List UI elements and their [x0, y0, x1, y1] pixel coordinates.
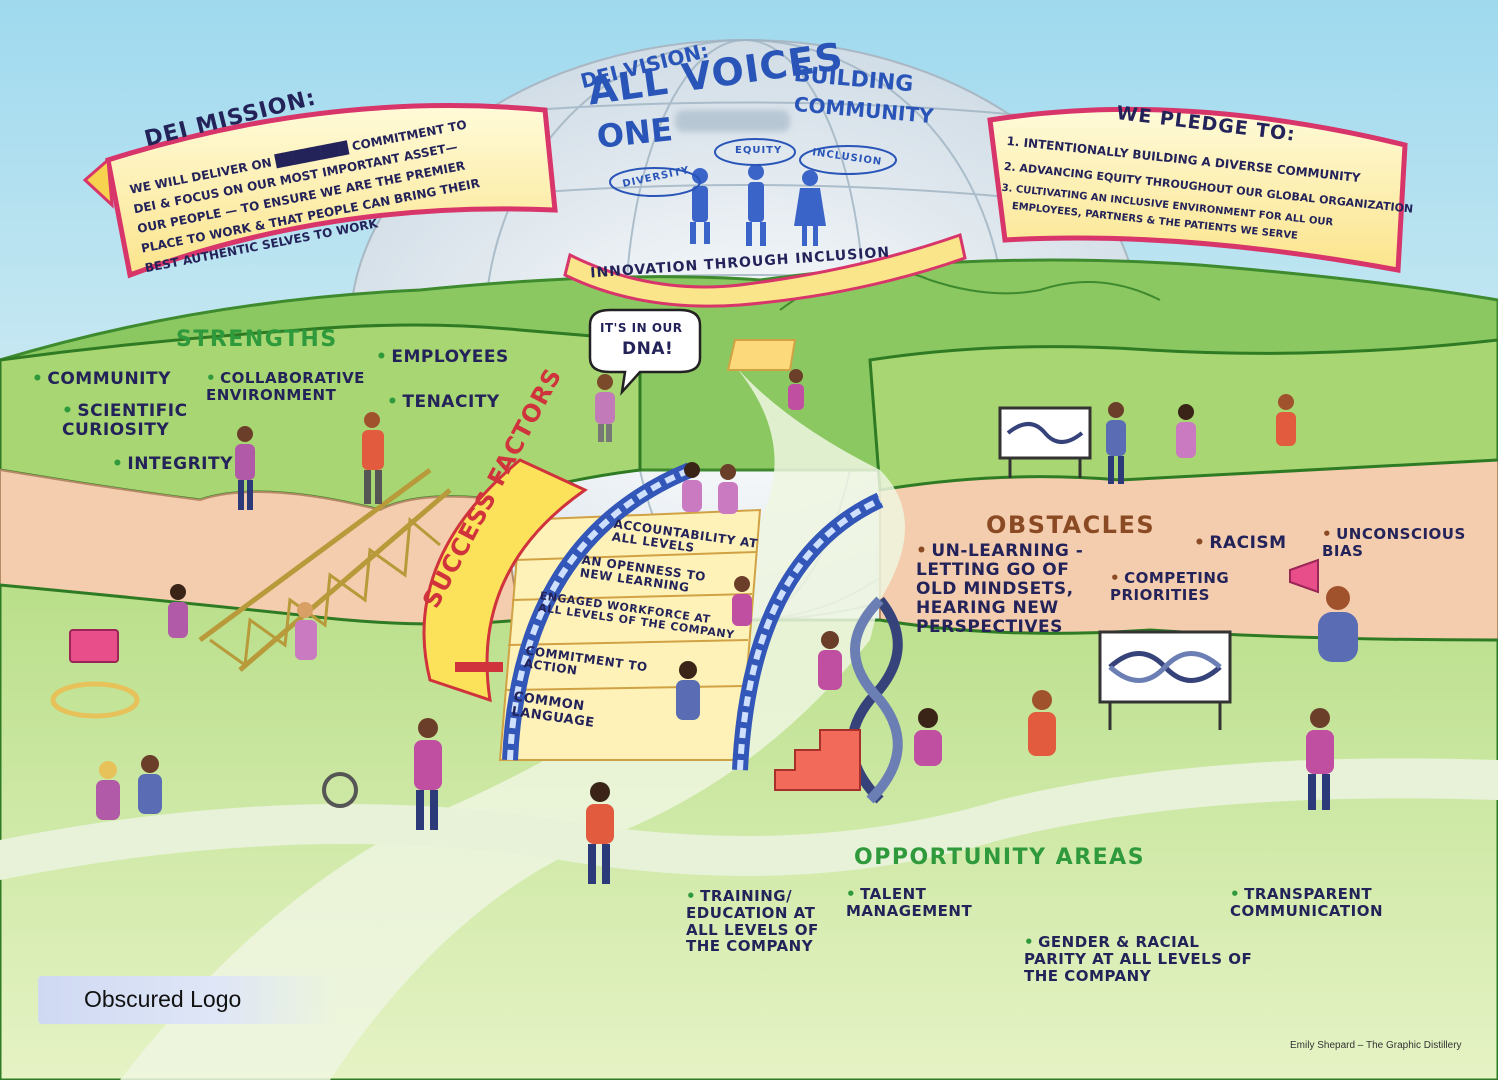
obstacle-racism: RACISM: [1194, 533, 1287, 553]
logo-text: Obscured Logo: [84, 986, 242, 1012]
person-figure: [168, 584, 188, 638]
billboard-dna-right: [1098, 630, 1232, 730]
strength-integrity: INTEGRITY: [112, 454, 233, 474]
billboard-dna-top: [998, 406, 1092, 478]
pledge-banner: [987, 106, 1408, 273]
person-figure: [818, 631, 842, 690]
person-figure: [788, 369, 804, 410]
person-figure: [96, 761, 120, 820]
person-figure: [586, 782, 614, 884]
strength-employees: EMPLOYEES: [376, 347, 509, 367]
obscured-logo: Obscured Logo: [38, 976, 338, 1024]
obscured-company-name: [675, 110, 790, 132]
vision-people: [690, 164, 826, 246]
pedestal: [774, 729, 861, 791]
person-figure: [362, 412, 384, 504]
speech-line1: IT'S IN OUR: [600, 321, 683, 335]
person-figure: [295, 602, 317, 660]
opportunity-heading: OPPORTUNITY AREAS: [854, 845, 1146, 870]
blue-arch-right-inner: [737, 497, 882, 771]
person-figure: [1106, 402, 1126, 484]
strength-tenacity: TENACITY: [387, 392, 500, 412]
person-figure: [1028, 690, 1056, 756]
person-figure: [676, 661, 700, 720]
person-figure: [732, 576, 752, 626]
innovation-ribbon: [563, 233, 967, 308]
person-figure: [682, 462, 702, 512]
mission-banner: [82, 103, 558, 279]
person-figure: [718, 464, 738, 514]
speech-bubble: [588, 308, 702, 396]
person-figure: [1176, 404, 1196, 458]
wheelchair-icon: [322, 772, 358, 808]
winding-path: [120, 360, 905, 1080]
obstacle-bias: UNCONSCIOUS BIAS: [1322, 526, 1465, 560]
bubble-equity: EQUITY: [735, 145, 783, 156]
person-figure: [595, 374, 615, 442]
vision-bubbles: [609, 138, 897, 197]
obstacle-unlearning: UN-LEARNING - LETTING GO OF OLD MINDSETS…: [916, 541, 1091, 637]
vision-title-line4: ONE: [595, 110, 675, 156]
opportunity-training: TRAINING/ EDUCATION at ALL LEVELS of the…: [686, 888, 836, 955]
person-figure: [235, 426, 255, 510]
obstacles-heading: OBSTACLES: [986, 511, 1156, 539]
opportunity-communication: TRANSPARENT COMMUNICATION: [1230, 886, 1420, 920]
strength-collaborative: COLLABORATIVE ENVIRONMENT: [206, 370, 376, 404]
person-figure: [138, 755, 162, 814]
person-figure: [1276, 394, 1296, 446]
success-factors-sign: [422, 458, 589, 703]
megaphone-icon: [1289, 558, 1319, 594]
truss-bridge: [198, 467, 452, 672]
opportunity-parity: GENDER & RACIAL PARITY at ALL LEVELS of …: [1024, 934, 1264, 985]
strengths-heading: STRENGTHS: [176, 327, 338, 352]
obstacle-priorities: COMPETING PRIORITIES: [1110, 570, 1240, 604]
person-figure: [1306, 708, 1334, 810]
strength-scientific: SCIENTIFIC CURIOSITY: [62, 401, 202, 440]
strength-community: COMMUNITY: [32, 369, 171, 389]
opportunity-talent: TALENT MANAGEMENT: [846, 886, 1016, 920]
artist-credit: Emily Shepard – The Graphic Distillery: [1290, 1040, 1462, 1051]
person-figure: [1318, 586, 1358, 662]
speech-line2: DNA!: [622, 339, 674, 359]
toolbox-icon: [69, 629, 119, 663]
rope-coil-icon: [50, 681, 140, 719]
far-steps: [726, 339, 797, 371]
people-figures: [96, 369, 1358, 884]
person-figure: [414, 718, 442, 830]
river-band: [0, 758, 1498, 880]
person-figure: [914, 708, 942, 766]
blue-arch-left-inner: [507, 467, 692, 761]
